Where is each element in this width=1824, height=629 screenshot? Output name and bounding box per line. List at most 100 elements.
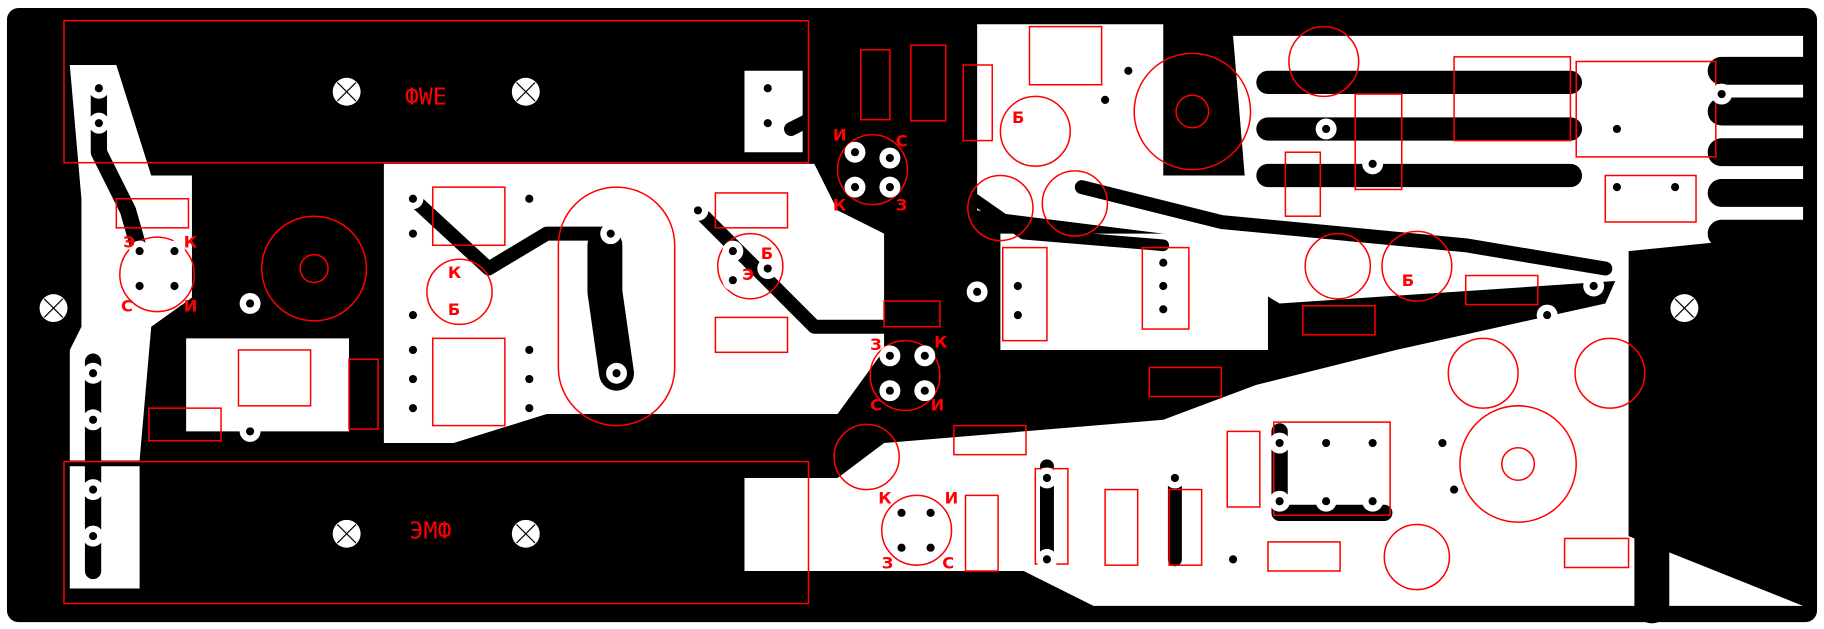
drill-hole (1322, 124, 1331, 134)
drill-hole (763, 119, 772, 128)
drill-hole (1124, 66, 1133, 75)
drill-hole (1159, 281, 1168, 291)
svg-text:С: С (942, 554, 954, 573)
drill-hole (1438, 438, 1447, 448)
svg-text:С: С (121, 297, 133, 316)
svg-text:З: З (896, 195, 908, 214)
drill-hole (525, 345, 534, 355)
drill-hole (525, 374, 534, 384)
drill-hole (1042, 555, 1052, 564)
component-outlines (115, 25, 1717, 591)
drill-hole (763, 264, 772, 273)
drill-hole (1368, 438, 1377, 448)
drill-hole (885, 386, 894, 395)
heatsink-bottom-label: ЭМФ (409, 517, 451, 544)
drill-hole (1101, 95, 1110, 104)
drill-hole (1159, 258, 1168, 267)
drill-hole (170, 281, 179, 291)
drill-hole (1322, 497, 1331, 506)
drill-hole (408, 345, 418, 355)
drill-hole (408, 194, 418, 203)
drill-hole (885, 351, 894, 360)
svg-text:С: С (896, 131, 908, 150)
svg-text:З: З (870, 335, 882, 354)
svg-text:К: К (448, 263, 462, 282)
drill-hole (850, 183, 860, 192)
mounting-hole-icon (39, 294, 68, 323)
drill-hole (88, 415, 98, 424)
svg-text:И: И (833, 126, 847, 145)
drill-hole (885, 153, 894, 163)
drill-hole (693, 206, 703, 215)
svg-text:Б: Б (1402, 271, 1414, 290)
svg-text:К: К (833, 195, 847, 214)
drill-hole (1368, 497, 1377, 506)
drill-hole (1671, 183, 1680, 192)
drill-hole (897, 508, 906, 517)
svg-text:С: С (870, 395, 882, 414)
drill-hole (612, 369, 621, 378)
drill-hole (920, 351, 929, 360)
drill-hole (525, 404, 534, 413)
svg-text:И: И (184, 297, 198, 316)
drill-hole (1228, 555, 1238, 564)
svg-text:И: И (931, 395, 945, 414)
drill-hole (408, 404, 418, 413)
mounting-hole-icon (332, 519, 361, 548)
mounting-hole-icon (511, 519, 540, 548)
drill-hole (885, 183, 894, 192)
svg-text:И: И (945, 489, 959, 508)
drill-hole (1013, 281, 1022, 291)
drill-hole (246, 427, 255, 436)
svg-text:З: З (882, 554, 894, 573)
drill-hole (728, 276, 737, 285)
mounting-hole-icon (1670, 294, 1699, 323)
drill-hole (135, 281, 144, 291)
drill-hole (973, 287, 982, 296)
svg-text:Б: Б (448, 300, 460, 319)
drill-hole (1589, 281, 1598, 291)
drill-hole (926, 508, 935, 517)
heatsink-bottom-outline (63, 460, 810, 605)
svg-text:Б: Б (1012, 108, 1024, 127)
drill-hole (1275, 497, 1284, 506)
drill-hole (408, 229, 418, 238)
drill-hole (1013, 311, 1022, 320)
drill-hole (897, 543, 906, 552)
drill-hole (850, 148, 860, 157)
heatsink-top-outline (63, 20, 810, 164)
svg-text:Э: Э (123, 233, 135, 252)
drill-hole (408, 374, 418, 384)
drill-hole (1170, 473, 1179, 483)
drill-hole (1275, 438, 1284, 448)
pin-labels: К Э И С И С К З Б Э К Б К З С И К И З С … (121, 108, 1414, 573)
drill-hole (135, 247, 144, 256)
svg-text:К: К (184, 233, 198, 252)
heatsink-top-label: ФWE (405, 84, 447, 111)
drill-hole (728, 247, 737, 256)
drill-hole (920, 386, 929, 395)
drill-hole (246, 299, 255, 308)
mounting-holes (39, 77, 1699, 548)
drill-hole (1368, 159, 1377, 168)
mounting-hole-icon (511, 77, 540, 106)
drill-hole (170, 247, 179, 256)
drill-hole (763, 84, 772, 93)
drill-hole (88, 369, 98, 378)
mounting-hole-icon (332, 77, 361, 106)
drill-hole (88, 485, 98, 494)
svg-text:Э: Э (742, 265, 754, 284)
drill-hole (1159, 305, 1168, 314)
drill-hole (525, 194, 534, 203)
svg-text:Б: Б (761, 244, 773, 263)
drill-hole (1612, 124, 1622, 134)
drill-hole (926, 543, 935, 552)
drill-hole (1717, 89, 1726, 99)
drill-hole (606, 229, 615, 238)
drill-hole (88, 532, 98, 541)
pads (82, 60, 1733, 570)
drill-hole (1322, 438, 1331, 448)
drill-hole (1543, 311, 1552, 320)
svg-text:К: К (934, 333, 948, 352)
